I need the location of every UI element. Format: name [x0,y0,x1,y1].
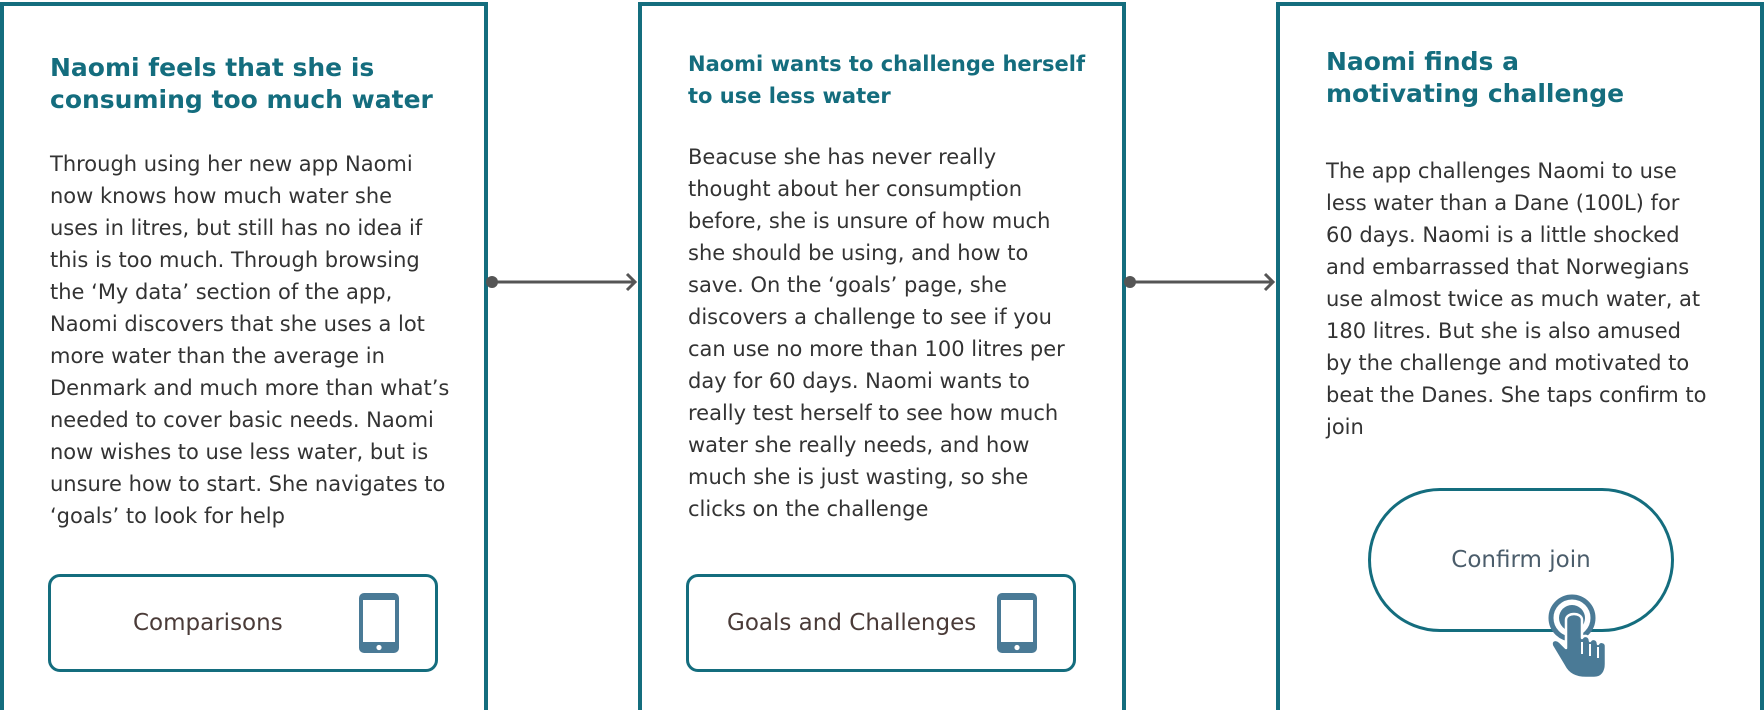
panel-description: Through using her new app Naomi now know… [50,152,450,528]
panel-description: Beacuse she has never really thought abo… [688,145,1065,521]
confirm-join-label: Confirm join [1451,547,1591,573]
storyboard-panel-2: Naomi wants to challenge herself to use … [638,2,1126,710]
panel-description: The app challenges Naomi to use less wat… [1326,159,1707,439]
tap-hand-icon [1548,594,1608,680]
panel-title: Naomi feels that she is consuming too mu… [50,53,433,114]
panel-title: Naomi wants to challenge herself to use … [688,52,1086,108]
storyboard-panel-1: Naomi feels that she is consuming too mu… [0,2,488,710]
phone-icon [359,593,399,653]
screen-label: Goals and Challenges [727,610,977,636]
connector-arrow [486,272,638,292]
screen-reference-box: Goals and Challenges [686,574,1076,672]
confirm-join-button[interactable]: Confirm join [1368,488,1674,632]
phone-icon [997,593,1037,653]
panel-title: Naomi finds a motivating challenge [1326,47,1625,108]
storyboard-panel-3: Naomi finds a motivating challenge The a… [1276,2,1764,710]
screen-reference-box: Comparisons [48,574,438,672]
screen-label: Comparisons [133,610,283,636]
connector-arrow [1124,272,1276,292]
